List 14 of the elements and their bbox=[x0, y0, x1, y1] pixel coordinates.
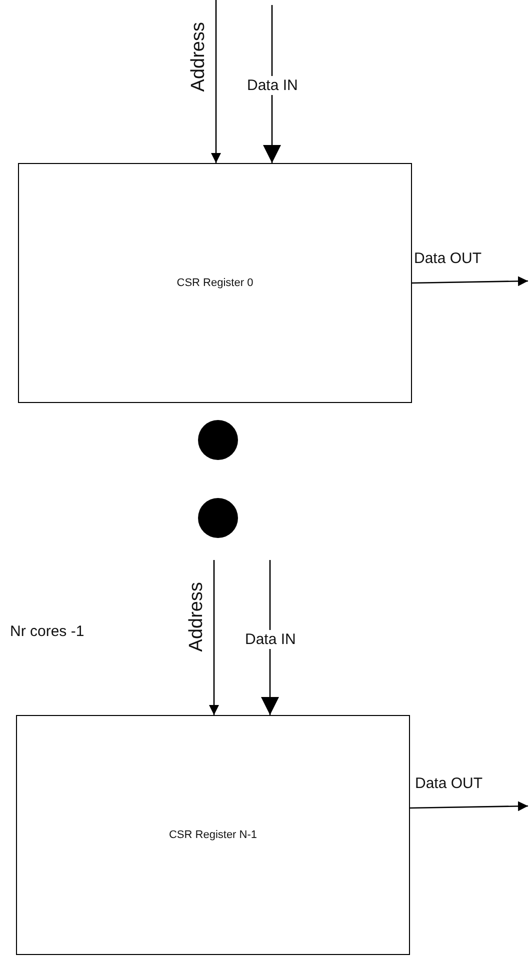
arrow bbox=[410, 801, 528, 812]
edge-label: Data IN bbox=[245, 76, 300, 95]
register-box bbox=[16, 715, 410, 955]
edge-label: Data IN bbox=[243, 630, 298, 649]
register-name: CSR Register 0 bbox=[176, 277, 254, 289]
register-box bbox=[18, 163, 412, 403]
arrow bbox=[209, 560, 219, 715]
ellipsis-dot bbox=[198, 498, 238, 538]
arrow bbox=[412, 276, 528, 286]
arrow bbox=[211, 0, 221, 163]
arrow bbox=[263, 5, 281, 163]
ellipsis-dot bbox=[198, 420, 238, 460]
arrow bbox=[261, 560, 279, 715]
register-name: CSR Register N-1 bbox=[168, 829, 258, 841]
